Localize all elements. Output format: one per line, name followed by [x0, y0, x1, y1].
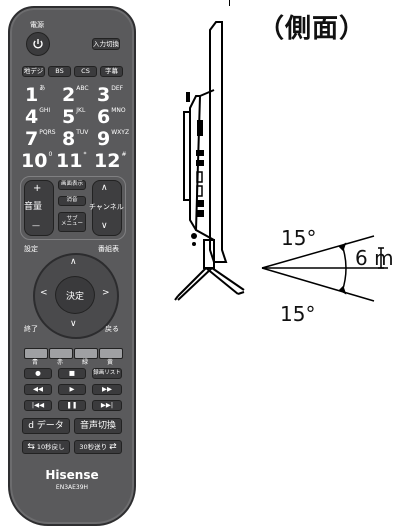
model-number: EN3AE39H [55, 484, 89, 491]
enter-button[interactable]: 決定 [55, 276, 95, 314]
number-12-button[interactable]: 12# [94, 150, 127, 172]
power-icon [33, 39, 43, 49]
volume-label: 音量 [24, 202, 43, 212]
previous-button[interactable]: |◀◀ [24, 400, 52, 411]
settings-label[interactable]: 設定 [24, 245, 38, 253]
up-arrow-icon[interactable]: ∧ [70, 257, 77, 267]
tv-ports [186, 92, 204, 246]
record-list-button[interactable]: 録画リスト [92, 368, 122, 379]
stop-button[interactable]: ■ [58, 368, 86, 379]
mute-button[interactable]: 消音 [58, 196, 86, 206]
cs-button[interactable]: CS [74, 66, 97, 77]
play-icon: ▶ [69, 385, 75, 394]
subtitle-button[interactable]: 字幕 [100, 66, 123, 77]
blue-label: 青 [32, 359, 39, 366]
yellow-label: 黄 [107, 359, 114, 366]
number-9-button[interactable]: 9WXYZ [97, 128, 130, 150]
number-11-button[interactable]: 11* [56, 150, 87, 172]
channel-label: チャンネル [89, 203, 124, 211]
bs-button[interactable]: BS [48, 66, 71, 77]
number-1-button[interactable]: 1あ [25, 84, 46, 106]
yellow-button[interactable] [99, 348, 123, 359]
skip-forward-icon: ⇄ [109, 441, 117, 452]
green-button[interactable] [74, 348, 98, 359]
rewind-button[interactable]: ◀◀ [24, 384, 52, 395]
tv-profile [183, 21, 228, 263]
pause-icon: ❚❚ [66, 401, 78, 410]
channel-rocker[interactable] [92, 180, 122, 236]
sub-menu-button[interactable]: サブ メニュー [58, 212, 86, 232]
channel-up: ∧ [101, 183, 108, 193]
number-3-button[interactable]: 3DEF [97, 84, 124, 106]
volume-rocker[interactable] [24, 180, 54, 236]
side-view-title: （側面） [258, 14, 367, 44]
angle-upper-label: 15° [281, 226, 317, 250]
blue-button[interactable] [24, 348, 48, 359]
program-guide-label[interactable]: 番組表 [98, 245, 119, 253]
green-label: 緑 [82, 359, 89, 366]
number-7-button[interactable]: 7PQRS [25, 128, 56, 150]
angle-lower-label: 15° [280, 302, 316, 326]
fast-forward-icon: ▶▶ [102, 385, 112, 394]
back-label[interactable]: 戻る [105, 325, 119, 333]
record-button[interactable]: ● [24, 368, 52, 379]
input-switch-button[interactable]: 入力切換 [92, 38, 120, 50]
down-arrow-icon[interactable]: ∨ [70, 319, 77, 329]
remote-control: 電源 入力切換 地デジ BS CS 字幕 1あ 2ABC 3DEF 4GHI 5… [8, 6, 136, 526]
red-button[interactable] [49, 348, 73, 359]
right-arrow-icon[interactable]: > [102, 288, 110, 298]
play-button[interactable]: ▶ [58, 384, 86, 395]
previous-icon: |◀◀ [31, 401, 45, 410]
next-icon: ▶▶| [100, 401, 114, 410]
brand-logo: Hisense [45, 468, 99, 482]
number-5-button[interactable]: 5JKL [62, 106, 86, 128]
audio-switch-button[interactable]: 音声切換 [74, 418, 122, 434]
number-6-button[interactable]: 6MNO [97, 106, 126, 128]
next-button[interactable]: ▶▶| [92, 400, 122, 411]
number-4-button[interactable]: 4GHI [25, 106, 51, 128]
tv-stand [174, 239, 245, 301]
left-arrow-icon[interactable]: < [40, 288, 48, 298]
leader-tick [229, 0, 230, 6]
distance-bracket [378, 247, 384, 269]
number-10-button[interactable]: 100 [21, 150, 53, 172]
exit-label[interactable]: 終了 [24, 325, 38, 333]
terrestrial-button[interactable]: 地デジ [22, 66, 45, 77]
data-button[interactable]: d データ [22, 418, 70, 434]
number-8-button[interactable]: 8TUV [62, 128, 89, 150]
stop-icon: ■ [68, 369, 76, 378]
skip-back-icon: ⇆ [27, 441, 35, 452]
skip-forward-button[interactable]: 30秒送り ⇄ [74, 440, 122, 454]
record-icon: ● [35, 369, 41, 378]
power-button[interactable] [26, 32, 50, 56]
channel-down: ∨ [101, 221, 108, 231]
screen-display-button[interactable]: 画面表示 [58, 180, 86, 190]
skip-back-button[interactable]: ⇆ 10秒戻し [22, 440, 70, 454]
red-label: 赤 [57, 359, 64, 366]
power-label: 電源 [30, 21, 44, 29]
distance-label: 6 m [355, 246, 394, 270]
number-2-button[interactable]: 2ABC [62, 84, 89, 106]
fast-forward-button[interactable]: ▶▶ [92, 384, 122, 395]
volume-plus: + [33, 183, 42, 194]
pause-button[interactable]: ❚❚ [58, 400, 86, 411]
volume-minus: — [32, 221, 40, 230]
rewind-icon: ◀◀ [33, 385, 43, 394]
viewing-angle-lines [261, 235, 388, 302]
volume-channel-frame [20, 176, 126, 240]
